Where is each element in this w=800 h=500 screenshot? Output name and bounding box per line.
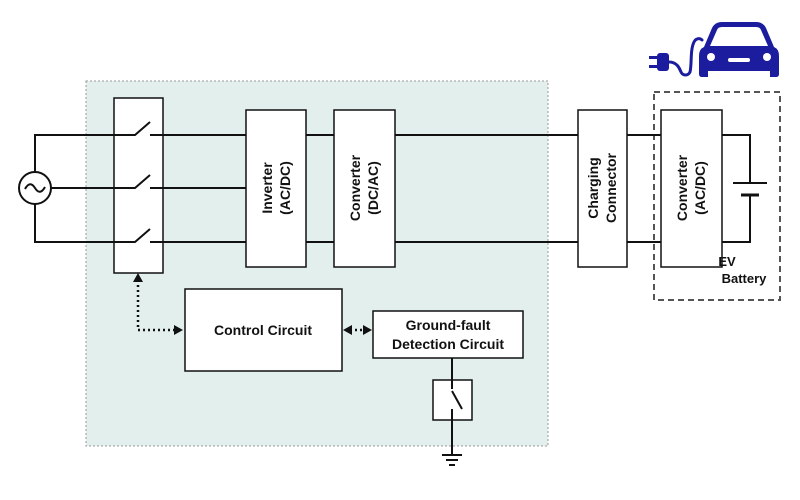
converter-ac-dc-label: Converter <box>674 154 690 221</box>
battery-icon <box>733 182 767 197</box>
ground-fault-switch-icon <box>432 379 473 421</box>
ac-bottom-wire <box>34 203 114 243</box>
ground-fault-sublabel: Detection Circuit <box>392 336 504 352</box>
ev-plug-icon <box>649 37 704 77</box>
ground-fault-label: Ground-fault <box>406 317 491 333</box>
charging-connector-block <box>577 109 628 268</box>
ac-source-icon <box>18 171 52 205</box>
ev-boundary <box>653 91 781 301</box>
ground-icon <box>442 454 462 466</box>
inverter-block <box>245 109 307 268</box>
control-circuit-label: Control Circuit <box>214 322 312 338</box>
converter-dc-ac-label: Converter <box>347 154 363 221</box>
ev-battery-sublabel: Battery <box>722 271 768 286</box>
charging-connector-label: Charging <box>585 157 601 218</box>
charging-connector-sublabel: Connector <box>603 152 619 223</box>
ev-battery-label: EV <box>718 254 736 269</box>
ac-top-wire <box>34 134 114 172</box>
converter-ac-dc-sublabel: (AC/DC) <box>692 161 708 215</box>
control-signal-links <box>133 273 372 335</box>
converter-dc-ac-block <box>333 109 396 268</box>
converter-ac-dc-block <box>660 109 723 268</box>
switch-icon <box>114 121 163 243</box>
inverter-label: Inverter <box>259 162 275 214</box>
converter-dc-ac-sublabel: (DC/AC) <box>365 161 381 215</box>
inverter-sublabel: (AC/DC) <box>277 161 293 215</box>
wire-evconverter-battery-bottom <box>722 196 751 243</box>
control-circuit-block <box>184 288 343 372</box>
ground-fault-block <box>372 310 524 359</box>
ev-car-icon <box>699 22 779 77</box>
wire-evconverter-battery-top <box>722 134 751 182</box>
